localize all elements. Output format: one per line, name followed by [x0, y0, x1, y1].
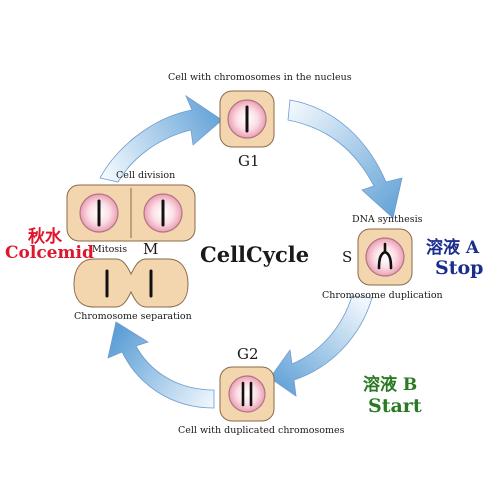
g2-caption: Cell with duplicated chromosomes: [178, 425, 345, 436]
colcemid-en-label: Colcemid: [5, 243, 94, 263]
nucleus-s: [365, 237, 405, 277]
g1-label: G1: [238, 152, 260, 170]
s-label: S: [342, 248, 353, 266]
cell-m-dividing: [73, 258, 189, 308]
solution-a-cn-label: 溶液 A: [426, 238, 480, 258]
s-caption-bottom: Chromosome duplication: [322, 290, 443, 301]
m-label: M: [143, 240, 159, 258]
m-caption-mitosis: Mitosis: [92, 244, 128, 255]
cell-m-daughters: [66, 184, 196, 242]
solution-b-cn-label: 溶液 B: [363, 375, 418, 395]
diagram-title: CellCycle: [200, 242, 310, 267]
cell-g1: [219, 90, 275, 148]
s-caption-top: DNA synthesis: [352, 214, 423, 225]
g1-caption: Cell with chromosomes in the nucleus: [168, 72, 352, 83]
g2-label: G2: [237, 345, 259, 363]
arrow-g2-to-m: [107, 321, 215, 409]
solution-a-en-label: Stop: [435, 257, 484, 279]
cell-s: [357, 228, 413, 286]
nucleus-g2: [228, 375, 266, 413]
arrow-m-to-g1: [99, 94, 223, 183]
arrow-g1-to-s: [287, 99, 403, 219]
solution-b-en-label: Start: [368, 395, 422, 417]
m-caption-separation: Chromosome separation: [74, 311, 192, 322]
m-caption-division: Cell division: [116, 170, 176, 181]
cell-g2: [219, 366, 275, 422]
arrow-s-to-g2: [269, 295, 373, 397]
chromosome-icon: [377, 242, 393, 270]
colcemid-cn-label: 秋水: [28, 227, 62, 247]
